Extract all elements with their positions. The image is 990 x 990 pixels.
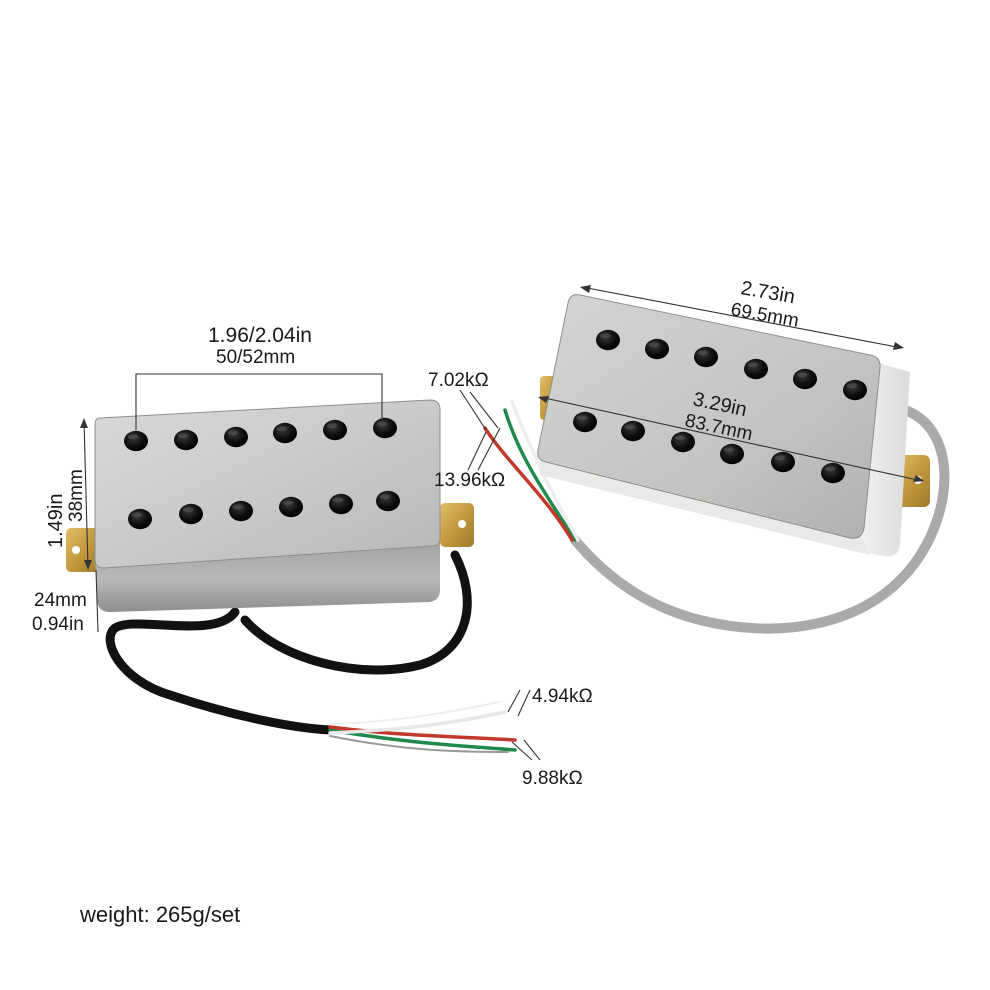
left-pickup (66, 399, 517, 753)
left-pole-12-highlight (379, 494, 391, 500)
left-width-bracket (135, 373, 383, 430)
right-pole-12-highlight (824, 466, 836, 472)
left-height-line (83, 419, 89, 569)
left-pole-5-highlight (326, 423, 338, 429)
left-pole-5 (323, 419, 347, 441)
left-resistance-a-label: 4.94kΩ (532, 686, 593, 707)
left-depth-line (95, 569, 99, 633)
left-pole-4 (273, 422, 297, 444)
right-pole-8-highlight (624, 424, 636, 430)
left-pole-2-highlight (177, 433, 189, 439)
left-pole-8 (179, 503, 203, 525)
left-pole-12 (376, 490, 400, 512)
left-resistance-b-label: 9.88kΩ (522, 768, 583, 789)
right-pole-5-highlight (796, 372, 808, 378)
right-pole-2-highlight (648, 342, 660, 348)
right-pole-3-highlight (697, 350, 709, 356)
right-pole-10 (720, 443, 744, 465)
left-pickup-tab-hole-left (72, 546, 80, 554)
right-pole-9-highlight (674, 435, 686, 441)
right-pole-6 (843, 379, 867, 401)
right-pole-12 (821, 462, 845, 484)
right-resistance-a-label: 7.02kΩ (428, 370, 489, 391)
right-pole-7-highlight (576, 415, 588, 421)
right-pole-10-highlight (723, 447, 735, 453)
left-width-mm-label: 50/52mm (216, 347, 295, 368)
left-pickup-cable (105, 550, 472, 735)
left-pole-1-highlight (127, 434, 139, 440)
dimension-lines (80, 285, 924, 761)
right-width-line (581, 286, 903, 349)
right-pole-4 (744, 358, 768, 380)
right-pickup (483, 294, 950, 634)
right-pickup-pole-pieces (573, 329, 867, 484)
left-pole-7 (128, 508, 152, 530)
right-pole-2 (645, 338, 669, 360)
right-pole-5 (793, 368, 817, 390)
right-pole-9 (671, 431, 695, 453)
right-pole-7 (573, 411, 597, 433)
right-pole-11 (771, 451, 795, 473)
left-pole-11 (329, 493, 353, 515)
left-pole-10-highlight (282, 500, 294, 506)
left-pole-4-highlight (276, 426, 288, 432)
right-pickup-wires (483, 400, 580, 542)
left-pole-6 (373, 417, 397, 439)
left-pole-8-highlight (182, 507, 194, 513)
left-pole-3-highlight (227, 430, 239, 436)
right-resistance-b-label: 13.96kΩ (434, 470, 505, 491)
left-depth-mm-label: 24mm (34, 590, 87, 611)
left-pickup-wires (328, 701, 517, 753)
right-pole-1-highlight (599, 333, 611, 339)
left-pole-9-highlight (232, 504, 244, 510)
left-pickup-pole-pieces (124, 417, 400, 530)
left-pole-11-highlight (332, 497, 344, 503)
left-pole-10 (279, 496, 303, 518)
left-pole-3 (224, 426, 248, 448)
left-pole-9 (229, 500, 253, 522)
left-height-mm-label: 38mm (66, 469, 87, 522)
left-height-in-label: 1.49in (45, 494, 67, 549)
left-width-in-label: 1.96/2.04in (208, 324, 312, 347)
right-pickup-cover-top (537, 294, 881, 539)
right-pole-11-highlight (774, 455, 786, 461)
right-length-line (539, 396, 923, 482)
left-pole-6-highlight (376, 421, 388, 427)
left-pickup-tab-right (440, 503, 474, 547)
right-pole-4-highlight (747, 362, 759, 368)
right-pickup-cable (570, 405, 950, 634)
weight-label: weight: 265g/set (80, 902, 241, 927)
left-pole-7-highlight (131, 512, 143, 518)
left-depth-in-label: 0.94in (32, 614, 84, 635)
left-pickup-tab-hole-right (458, 520, 466, 528)
left-pole-1 (124, 430, 148, 452)
right-pole-1 (596, 329, 620, 351)
right-pole-6-highlight (846, 383, 858, 389)
right-pole-3 (694, 346, 718, 368)
right-pole-8 (621, 420, 645, 442)
left-pole-2 (174, 429, 198, 451)
